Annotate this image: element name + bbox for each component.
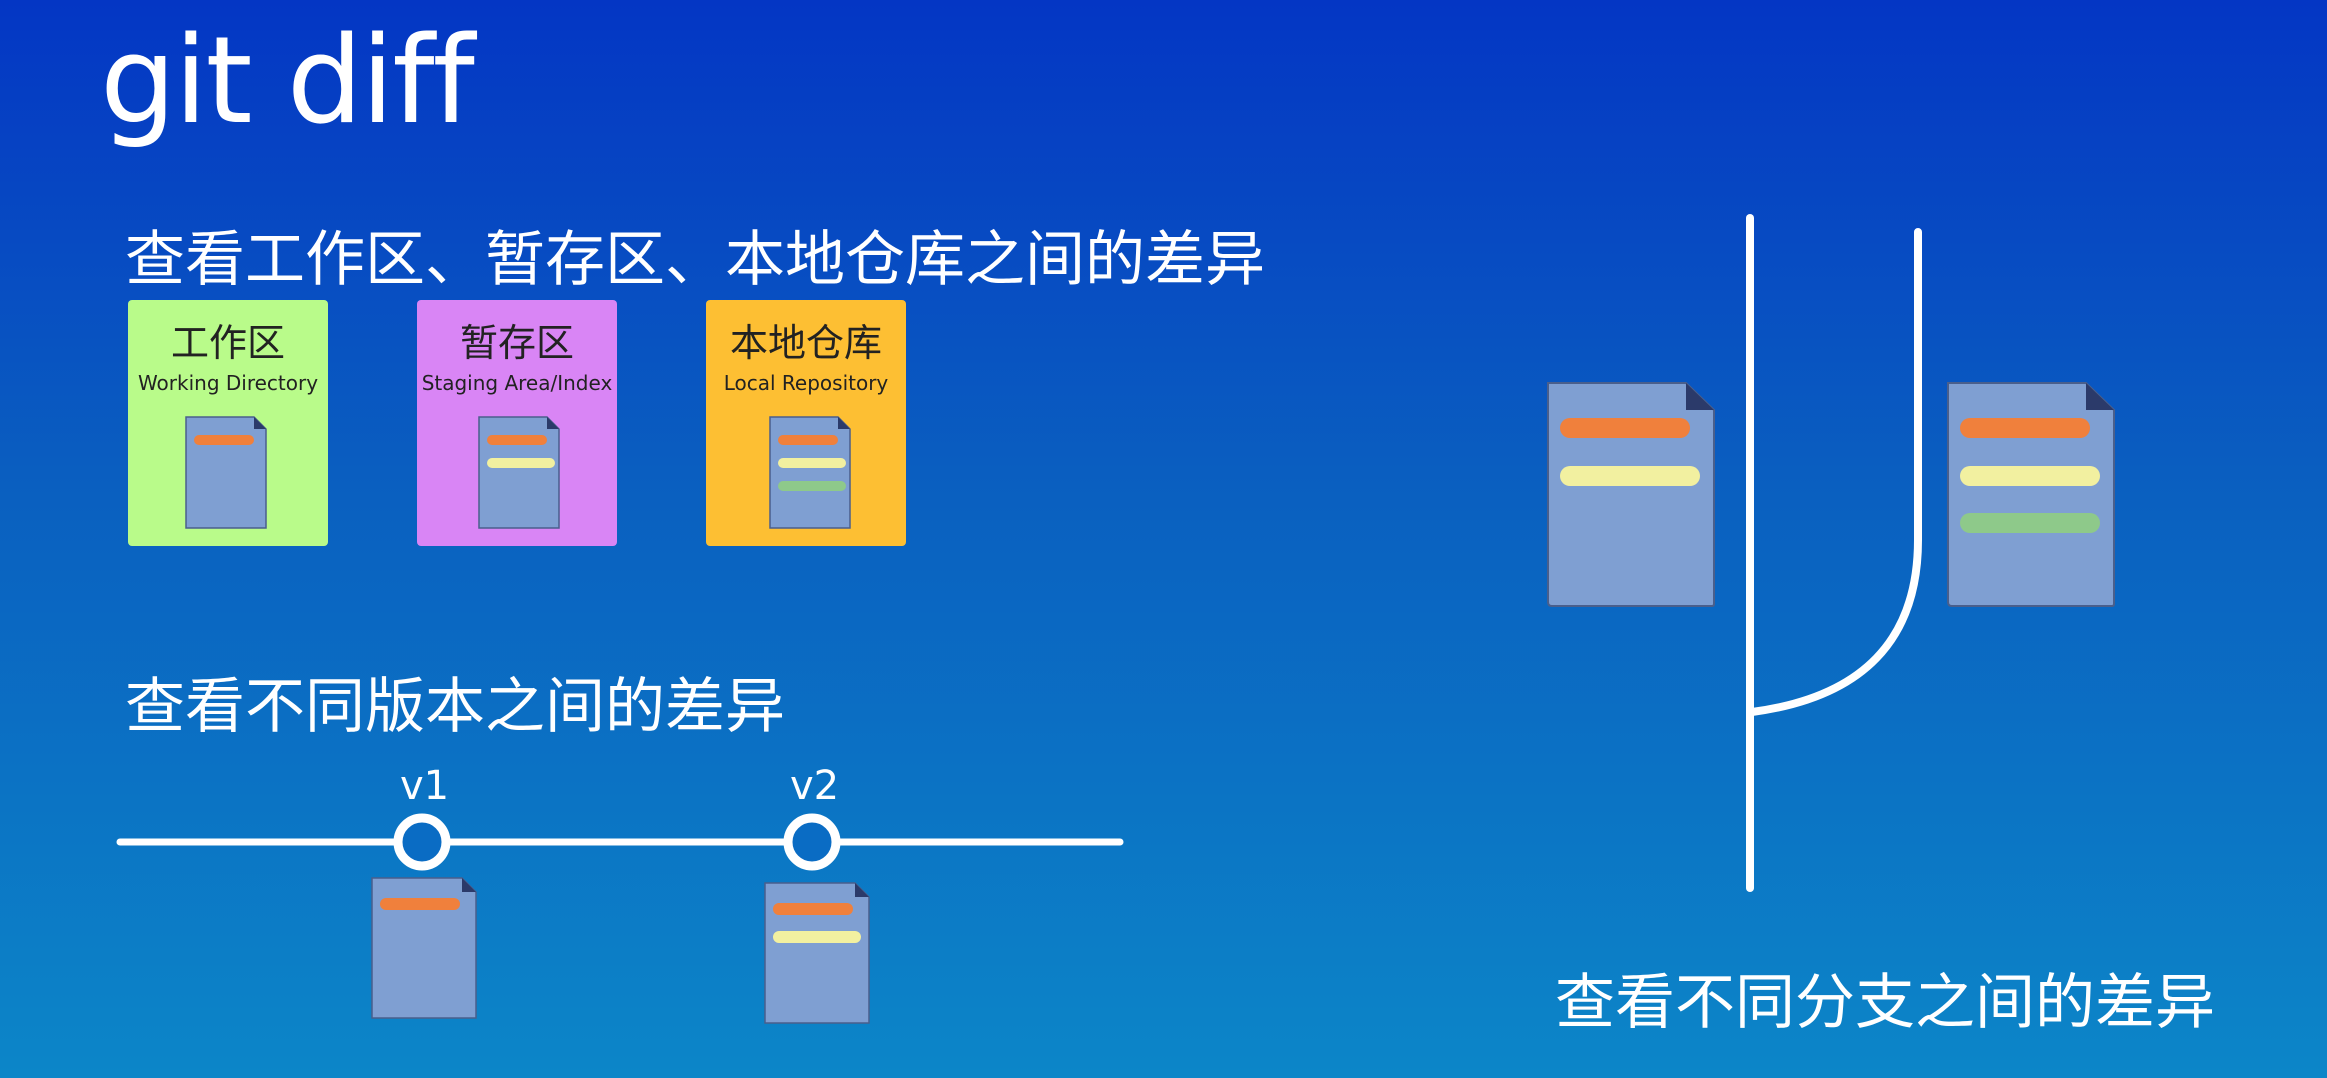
doc-line-orange <box>778 435 838 445</box>
version-label-v2: v2 <box>790 763 840 809</box>
doc-line-orange <box>773 903 853 915</box>
doc-line-orange <box>1960 418 2090 438</box>
local-repository-subtitle: Local Repository <box>723 371 889 395</box>
working-directory-document-icon <box>185 416 267 529</box>
v1-document-icon <box>371 877 477 1019</box>
doc-line-green <box>778 481 846 491</box>
doc-line-orange <box>194 435 254 445</box>
staging-area-subtitle: Staging Area/Index <box>421 371 613 395</box>
working-directory-title: 工作区 <box>170 321 285 365</box>
doc-line-orange <box>380 898 460 910</box>
main-branch-document-icon <box>1547 382 1715 607</box>
feature-branch-document-icon <box>1947 382 2115 607</box>
doc-line-yellow <box>778 458 846 468</box>
staging-area-document-icon <box>478 416 560 529</box>
page-title: git diff <box>100 12 475 151</box>
version-node-v1 <box>393 813 451 871</box>
working-directory-card: 工作区 Working Directory <box>128 300 328 546</box>
doc-line-yellow <box>1960 466 2100 486</box>
doc-line-orange <box>1560 418 1690 438</box>
doc-line-orange <box>487 435 547 445</box>
feature-branch-line <box>1748 228 1922 716</box>
doc-line-yellow <box>773 931 861 943</box>
doc-line-green <box>1960 513 2100 533</box>
versions-heading: 查看不同版本之间的差异 <box>125 672 785 742</box>
local-repository-card: 本地仓库 Local Repository <box>706 300 906 546</box>
local-repository-title: 本地仓库 <box>729 321 882 365</box>
doc-line-yellow <box>487 458 555 468</box>
v2-document-icon <box>764 882 870 1024</box>
staging-area-title: 暂存区 <box>459 321 574 365</box>
working-directory-subtitle: Working Directory <box>137 371 319 395</box>
version-node-v2 <box>783 813 841 871</box>
local-repository-document-icon <box>769 416 851 529</box>
doc-line-yellow <box>1560 466 1700 486</box>
areas-heading: 查看工作区、暂存区、本地仓库之间的差异 <box>125 225 1265 295</box>
branches-heading: 查看不同分支之间的差异 <box>1555 968 2215 1038</box>
version-label-v1: v1 <box>400 763 450 809</box>
